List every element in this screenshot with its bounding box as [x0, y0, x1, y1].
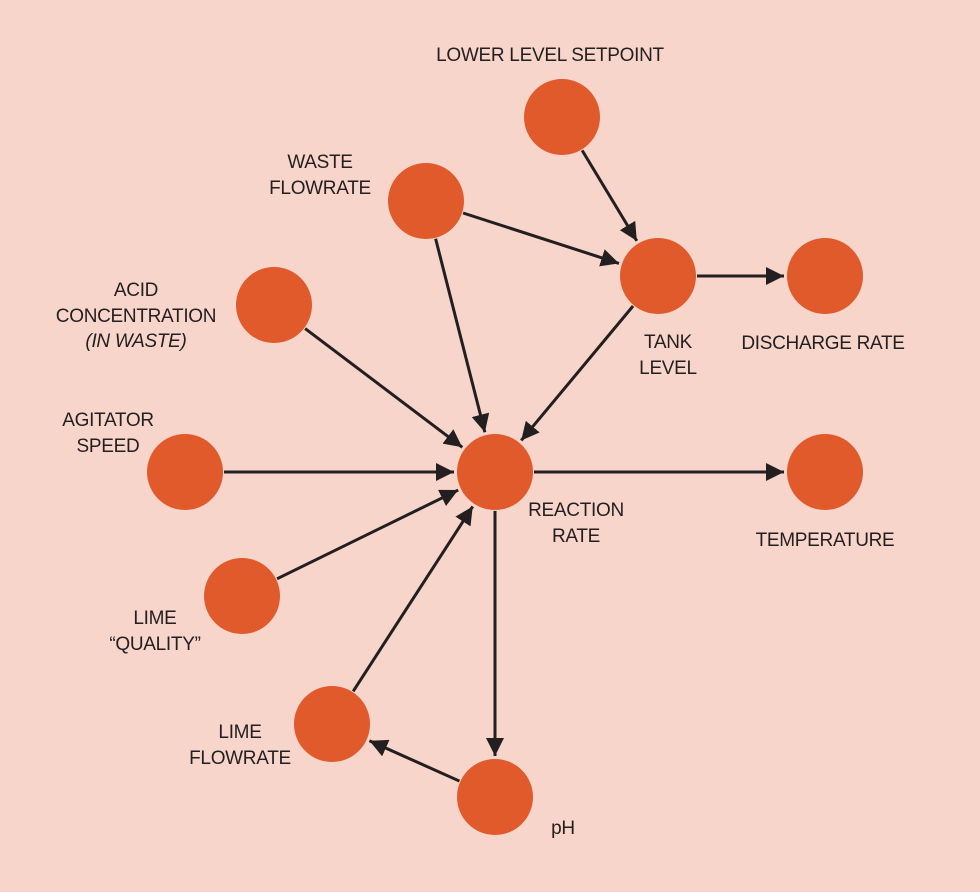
- node-waste: [388, 163, 464, 239]
- edge-ph-to-limeflow: [368, 739, 461, 783]
- edge-tank-to-reaction: [520, 305, 635, 442]
- node-acid: [236, 267, 312, 343]
- node-limequality: [204, 558, 280, 634]
- node-ph: [457, 759, 533, 835]
- node-setpoint: [524, 79, 600, 155]
- edge-limequality-to-reaction: [276, 488, 459, 581]
- node-tank: [620, 238, 696, 314]
- edge-setpoint-to-tank: [580, 149, 639, 242]
- label-lime-quality: LIME“QUALITY”: [109, 608, 201, 655]
- edge-waste-to-tank: [462, 211, 620, 267]
- label-discharge-rate: DISCHARGE RATE: [741, 333, 905, 354]
- edge-waste-to-reaction: [434, 238, 490, 433]
- label-ph: pH: [551, 818, 575, 839]
- label-lower-level-setpoint: LOWER LEVEL SETPOINT: [436, 45, 664, 66]
- edge-limeflow-to-reaction: [351, 505, 474, 693]
- node-agitator: [147, 434, 223, 510]
- label-temperature: TEMPERATURE: [755, 530, 895, 551]
- node-limeflow: [294, 686, 370, 762]
- node-temperature: [787, 434, 863, 510]
- node-discharge: [787, 238, 863, 314]
- node-reaction: [457, 434, 533, 510]
- edge-acid-to-reaction: [304, 327, 464, 449]
